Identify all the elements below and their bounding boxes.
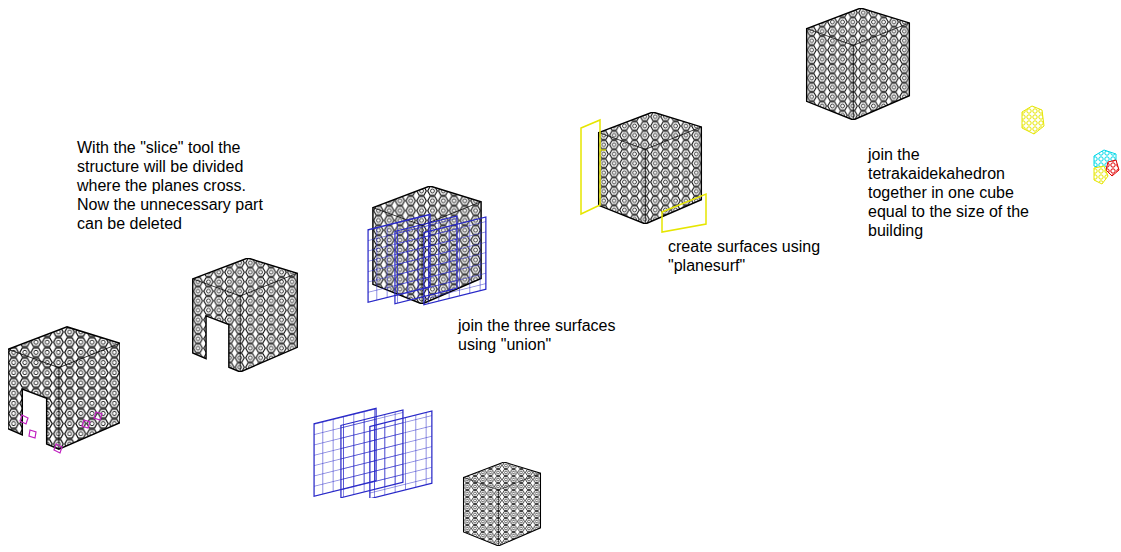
step-note: join the three surfaces using "union" [458, 316, 643, 354]
step-note: With the "slice" tool the structure will… [77, 138, 282, 233]
step-note: join the tetrakaidekahedron together in … [868, 145, 1056, 240]
step-note: create surfaces using "planesurf" [668, 237, 846, 275]
